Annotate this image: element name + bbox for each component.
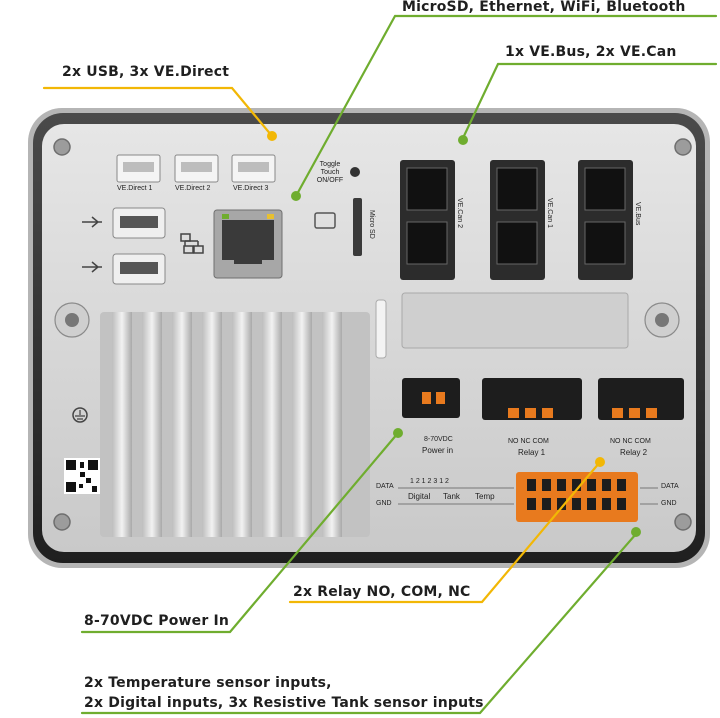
callout-inputs-line1: 2x Temperature sensor inputs, [84, 675, 332, 691]
heatsink-fins [112, 312, 342, 537]
label-digital: Digital [408, 492, 431, 501]
label-tank: Tank [443, 492, 460, 501]
callout-line-inputs [80, 532, 638, 715]
label-vecan-2: VE.Can 2 [456, 198, 463, 228]
callout-line-power [80, 431, 400, 634]
label-micro-sd: Micro SD [368, 210, 375, 239]
callout-line-vebus [461, 62, 718, 140]
power-connector [402, 378, 460, 418]
label-vecan-1: VE.Can 1 [546, 198, 553, 228]
label-relay1-pins: NO NC COM [508, 438, 549, 445]
label-data-right: DATA [661, 483, 679, 490]
label-vedirect-2: VE.Direct 2 [175, 185, 211, 192]
label-relay-1: Relay 1 [518, 448, 546, 457]
label-power-in: Power in [422, 446, 454, 455]
callout-vebus-vecan: 1x VE.Bus, 2x VE.Can [505, 44, 677, 60]
label-vedirect-1: VE.Direct 1 [117, 185, 153, 192]
label-relay-2: Relay 2 [620, 448, 648, 457]
label-vedirect-3: VE.Direct 3 [233, 185, 269, 192]
callout-line-sd [294, 14, 718, 198]
callout-dots [267, 131, 641, 537]
vecan-vebus-ports [400, 160, 633, 280]
label-gnd-left: GND [376, 500, 392, 507]
label-pin-numbers: 1 2 1 2 3 1 2 [410, 478, 449, 485]
label-vebus: VE.Bus [634, 202, 641, 226]
label-relay2-pins: NO NC COM [610, 438, 651, 445]
label-gnd-right: GND [661, 500, 677, 507]
relay-connectors [482, 378, 684, 420]
callout-relay: 2x Relay NO, COM, NC [293, 584, 471, 600]
callout-usb-vedirect: 2x USB, 3x VE.Direct [62, 64, 230, 80]
label-toggle-touch: Toggle Touch ON/OFF [316, 161, 344, 184]
screws [53, 138, 692, 531]
micro-sd-slot [353, 198, 362, 256]
label-power-voltage: 8-70VDC [424, 436, 453, 443]
callout-line-usb [42, 86, 274, 138]
callout-inputs-line2: 2x Digital inputs, 3x Resistive Tank sen… [84, 695, 484, 711]
qr-code [64, 458, 100, 494]
io-connector [516, 472, 638, 522]
label-data-left: DATA [376, 483, 394, 490]
usb-ports [112, 207, 166, 285]
callout-power: 8-70VDC Power In [84, 613, 230, 629]
callout-line-relay [288, 460, 602, 604]
label-temp: Temp [475, 492, 495, 501]
ethernet-port [213, 209, 283, 279]
callout-connectivity: MicroSD, Ethernet, WiFi, Bluetooth [402, 0, 686, 15]
